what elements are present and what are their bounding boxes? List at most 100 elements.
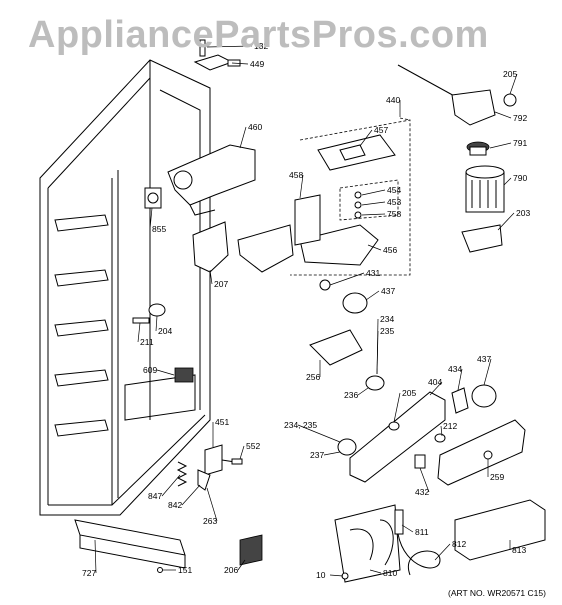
leader-line bbox=[231, 62, 249, 65]
leader-line bbox=[239, 126, 247, 149]
leader-line bbox=[206, 45, 253, 48]
leader-line bbox=[494, 111, 512, 119]
part-label-207: 207 bbox=[214, 279, 228, 289]
part-label-212: 212 bbox=[443, 421, 457, 431]
watermark: AppliancePartsPros.com bbox=[28, 14, 489, 56]
part-437-bulb bbox=[342, 292, 368, 314]
leader-line bbox=[155, 315, 158, 332]
part-label-256: 256 bbox=[306, 372, 320, 382]
part-label-609: 609 bbox=[143, 365, 157, 375]
leader-line bbox=[299, 174, 304, 199]
leader-line bbox=[206, 487, 218, 522]
part-label-404: 404 bbox=[428, 377, 442, 387]
part-259-cover bbox=[437, 419, 526, 486]
part-label-456: 456 bbox=[383, 245, 397, 255]
leader-line bbox=[149, 207, 153, 230]
part-label-791: 791 bbox=[513, 138, 527, 148]
leader-line bbox=[329, 272, 365, 286]
part-label-458: 458 bbox=[289, 170, 303, 180]
part-label-211: 211 bbox=[140, 337, 154, 347]
leader-line bbox=[483, 358, 492, 386]
part-label-758: 758 bbox=[387, 209, 401, 219]
part-label-434: 434 bbox=[448, 364, 462, 374]
part-label-437a: 437 bbox=[381, 286, 395, 296]
leader-line bbox=[156, 369, 175, 376]
leader-line bbox=[429, 381, 443, 396]
leader-line bbox=[297, 424, 341, 443]
leader-line bbox=[393, 392, 401, 423]
leader-line bbox=[369, 569, 382, 574]
part-207-cover bbox=[192, 221, 229, 273]
part-label-206: 206 bbox=[224, 565, 238, 575]
part-label-432: 432 bbox=[415, 487, 429, 497]
part-791 bbox=[466, 141, 490, 156]
part-label-453: 453 bbox=[387, 197, 401, 207]
leader-line bbox=[237, 559, 246, 571]
part-label-457: 457 bbox=[374, 125, 388, 135]
leader-line bbox=[357, 387, 369, 396]
leader-line bbox=[239, 445, 245, 460]
part-206 bbox=[239, 534, 263, 566]
leader-line bbox=[401, 524, 414, 533]
part-458-plate bbox=[237, 194, 321, 273]
part-label-812: 812 bbox=[452, 539, 466, 549]
leader-line bbox=[209, 269, 213, 285]
leader-line bbox=[440, 425, 443, 437]
leader-line bbox=[434, 543, 451, 561]
part-237-clip bbox=[337, 438, 357, 456]
part-label-454: 454 bbox=[387, 185, 401, 195]
part-label-460: 460 bbox=[248, 122, 262, 132]
part-label-792: 792 bbox=[513, 113, 527, 123]
leader-line bbox=[161, 474, 181, 497]
part-204 bbox=[132, 303, 166, 324]
part-404-housing bbox=[349, 391, 446, 483]
leader-line bbox=[457, 368, 463, 391]
part-label-237: 237 bbox=[310, 450, 324, 460]
part-label-790: 790 bbox=[513, 173, 527, 183]
part-label-811: 811 bbox=[415, 527, 429, 537]
part-label-813: 813 bbox=[512, 545, 526, 555]
leader-line bbox=[361, 201, 386, 206]
part-236-clip bbox=[365, 375, 385, 391]
part-432 bbox=[414, 454, 426, 469]
part-792-housing bbox=[397, 64, 517, 126]
refrigerator-cabinet bbox=[39, 59, 211, 573]
part-label-727: 727 bbox=[82, 568, 96, 578]
part-label-431: 431 bbox=[366, 268, 380, 278]
leader-line bbox=[94, 539, 97, 574]
part-label-205a: 205 bbox=[503, 69, 517, 79]
leader-line bbox=[359, 129, 373, 147]
leader-line bbox=[361, 189, 386, 196]
part-label-235a: 235 bbox=[380, 326, 394, 336]
art-number: (ART NO. WR20571 C15) bbox=[448, 588, 546, 598]
part-number-labels: 449 132 460 440 457 205 792 791 790 203 458 454 453 7… bbox=[82, 41, 530, 580]
part-label-236: 236 bbox=[344, 390, 358, 400]
part-label-263: 263 bbox=[203, 516, 217, 526]
part-790-filter bbox=[465, 165, 505, 213]
part-label-440: 440 bbox=[386, 95, 400, 105]
part-label-810: 810 bbox=[383, 568, 397, 578]
part-609-switch bbox=[174, 367, 194, 383]
leader-lines bbox=[94, 45, 518, 577]
part-label-234b: 234, 235 bbox=[284, 420, 317, 430]
part-203-cap bbox=[461, 224, 503, 253]
part-label-855: 855 bbox=[152, 224, 166, 234]
leader-line bbox=[376, 330, 379, 375]
part-label-203: 203 bbox=[516, 208, 530, 218]
part-label-132: 132 bbox=[254, 41, 268, 51]
leader-line bbox=[365, 290, 380, 301]
part-label-449: 449 bbox=[250, 59, 264, 69]
part-434-socket bbox=[434, 384, 497, 443]
leader-line bbox=[329, 574, 344, 577]
part-440-assembly bbox=[290, 117, 411, 291]
part-label-10: 10 bbox=[316, 570, 326, 580]
part-label-552: 552 bbox=[246, 441, 260, 451]
leader-line bbox=[509, 73, 518, 95]
leader-line bbox=[137, 322, 141, 343]
part-label-847: 847 bbox=[148, 491, 162, 501]
part-label-205b: 205 bbox=[402, 388, 416, 398]
leader-line bbox=[489, 142, 512, 149]
part-256 bbox=[309, 329, 363, 366]
